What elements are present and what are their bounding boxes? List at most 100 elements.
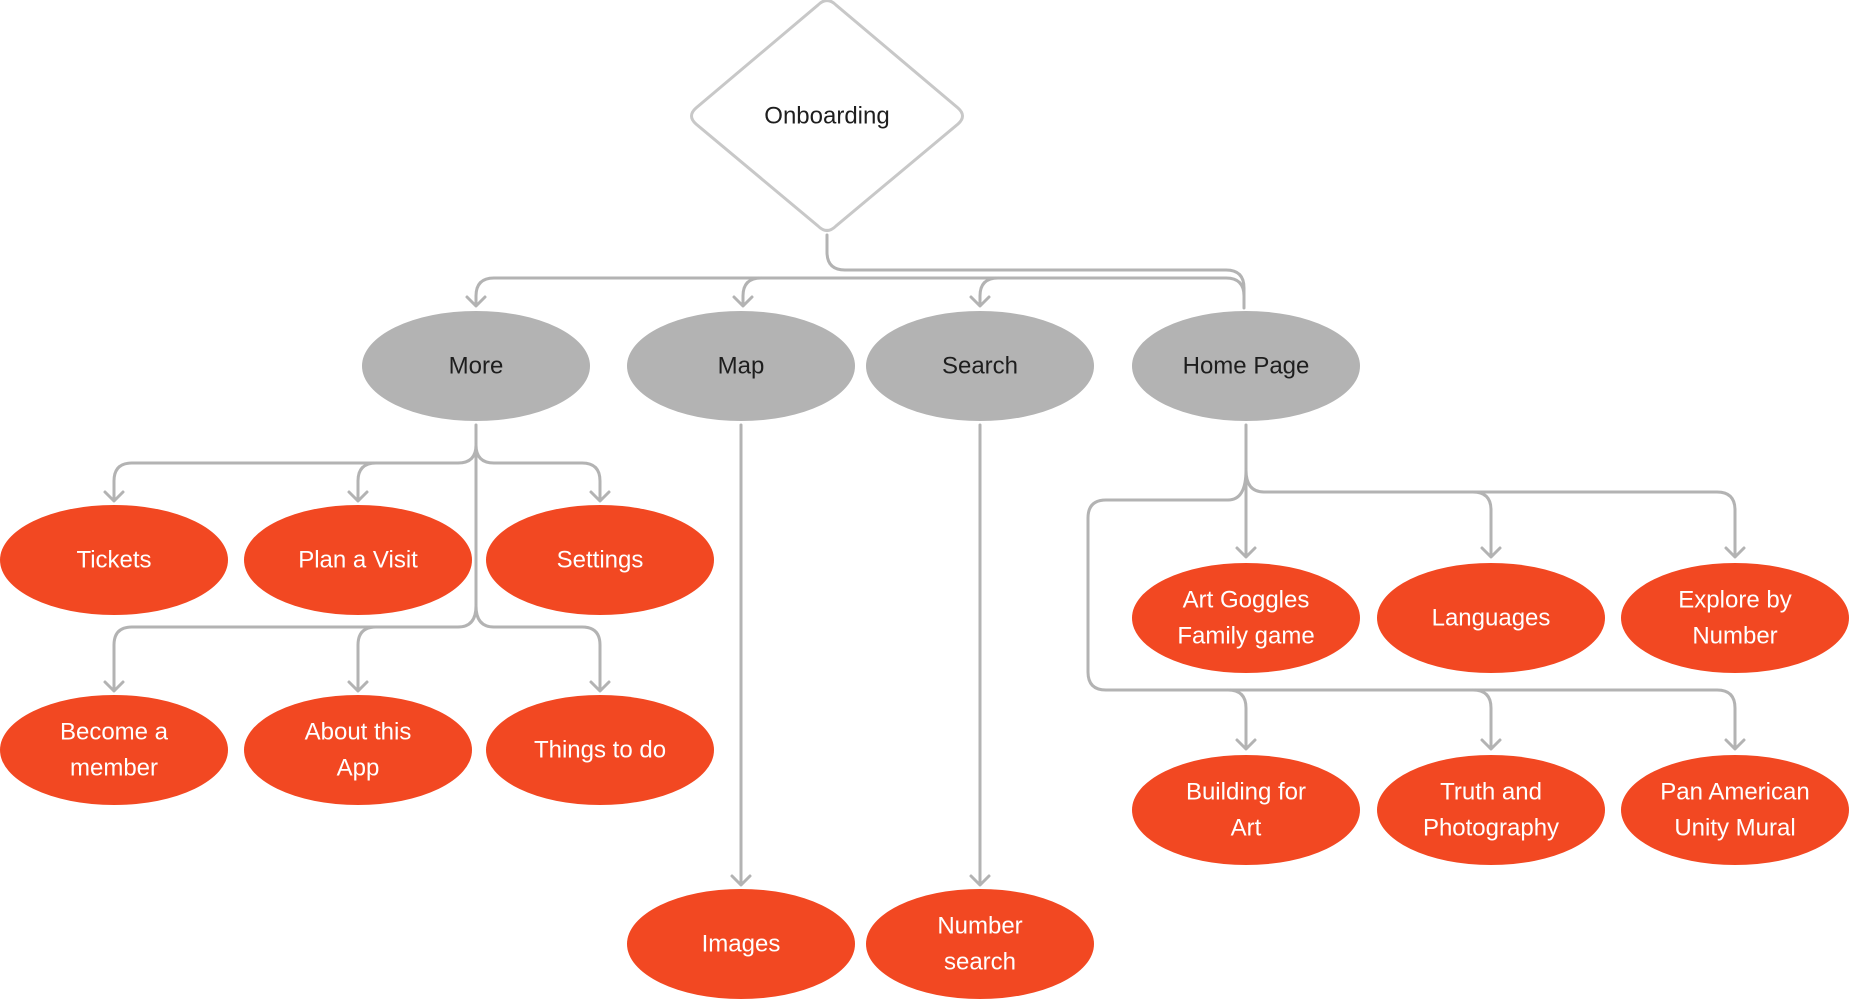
- tickets-label-line-1: Tickets: [76, 547, 151, 574]
- truth-photo-label-line-2: Photography: [1423, 815, 1559, 842]
- connector-more-tickets: [112, 443, 478, 502]
- page-languages-shape: [1377, 563, 1605, 673]
- connector-more-become-member: [112, 604, 478, 692]
- page-settings-shape: [486, 505, 714, 615]
- images-label-line-1: Images: [702, 931, 781, 958]
- connector-onboarding-home: [825, 233, 1246, 310]
- page-things-to-do: Things to do: [486, 695, 714, 805]
- arrowhead-number-search: [969, 874, 991, 887]
- map-label-line-1: Map: [718, 353, 765, 380]
- category-map-shape: [627, 311, 855, 421]
- arrowhead-art-goggles: [1235, 546, 1257, 559]
- page-tickets-shape: [0, 505, 228, 615]
- page-images-label: Images: [702, 931, 781, 958]
- connector-more-things-to-do: [474, 604, 602, 692]
- more-label-line-1: More: [449, 353, 504, 380]
- page-number-search-shape: [866, 889, 1094, 999]
- arrowhead-settings: [589, 490, 611, 503]
- connector-more-settings: [474, 443, 602, 502]
- arrowhead-images: [730, 874, 752, 887]
- page-images: Images: [627, 889, 855, 999]
- category-search-shape: [866, 311, 1094, 421]
- explore-number-label-line-2: Number: [1692, 623, 1777, 650]
- page-about-this-app-shape: [244, 695, 472, 805]
- page-tickets-label: Tickets: [76, 547, 151, 574]
- decision-onboarding: Onboarding: [690, 0, 964, 232]
- page-explore-by-number: Explore by Number: [1621, 563, 1849, 673]
- page-explore-by-number-shape: [1621, 563, 1849, 673]
- pan-american-label-line-1: Pan American: [1660, 779, 1809, 806]
- decision-diamond: [690, 0, 964, 232]
- page-pan-american-unity-mural-shape: [1621, 755, 1849, 865]
- page-truth-and-photography-shape: [1377, 755, 1605, 865]
- pan-american-label-line-2: Unity Mural: [1674, 815, 1795, 842]
- page-plan-a-visit-shape: [244, 505, 472, 615]
- art-goggles-label-line-1: Art Goggles: [1183, 587, 1310, 614]
- connector-home-second-row: [1086, 468, 1737, 750]
- page-art-goggles-family-game-shape: [1132, 563, 1360, 673]
- arrowhead-become-member: [103, 680, 125, 693]
- connector-home-truth-photo: [1471, 688, 1493, 750]
- home-label-line-1: Home Page: [1183, 353, 1310, 380]
- category-map-label: Map: [718, 353, 765, 380]
- page-images-shape: [627, 889, 855, 999]
- number-search-label-line-1: Number: [937, 913, 1022, 940]
- page-plan-a-visit-label: Plan a Visit: [298, 547, 418, 574]
- connector-home-building-art: [1226, 688, 1248, 750]
- arrowhead-plan-visit: [347, 490, 369, 503]
- category-home-page-shape: [1132, 311, 1360, 421]
- page-things-to-do-label: Things to do: [534, 737, 666, 764]
- explore-number-label-line-1: Explore by: [1678, 587, 1791, 614]
- art-goggles-label-line-2: Family game: [1177, 623, 1314, 650]
- onboarding-label: Onboarding: [764, 103, 889, 130]
- page-things-to-do-shape: [486, 695, 714, 805]
- page-number-search-label: Number search: [937, 913, 1022, 976]
- page-settings-label: Settings: [557, 547, 644, 574]
- arrowhead-tickets: [103, 490, 125, 503]
- connector-onboarding-map: [741, 276, 763, 307]
- category-search: Search: [866, 311, 1094, 421]
- category-more-label: More: [449, 353, 504, 380]
- category-more: More: [362, 311, 590, 421]
- category-home-page: Home Page: [1132, 311, 1360, 421]
- connector-home-languages: [1471, 490, 1493, 558]
- truth-photo-label-line-1: Truth and: [1440, 779, 1542, 806]
- arrowhead-map: [732, 295, 754, 308]
- connectors: [103, 233, 1746, 887]
- settings-label-line-1: Settings: [557, 547, 644, 574]
- page-explore-by-number-label: Explore by Number: [1678, 587, 1791, 650]
- connector-home-languages-explore: [1244, 468, 1737, 558]
- connector-more-about-app: [356, 625, 378, 692]
- category-home-page-label: Home Page: [1183, 353, 1310, 380]
- page-tickets: Tickets: [0, 505, 228, 615]
- page-number-search: Number search: [866, 889, 1094, 999]
- onboarding-label-line-1: Onboarding: [764, 103, 889, 130]
- arrowhead-truth-photo: [1480, 738, 1502, 751]
- page-plan-a-visit: Plan a Visit: [244, 505, 472, 615]
- page-languages-label: Languages: [1432, 605, 1551, 632]
- arrowhead-search: [969, 295, 991, 308]
- page-settings: Settings: [486, 505, 714, 615]
- page-building-for-art-shape: [1132, 755, 1360, 865]
- about-app-label-line-2: App: [337, 755, 380, 782]
- page-languages: Languages: [1377, 563, 1605, 673]
- become-member-label-line-1: Become a: [60, 719, 169, 746]
- number-search-label-line-2: search: [944, 949, 1016, 976]
- category-more-shape: [362, 311, 590, 421]
- page-become-a-member-shape: [0, 695, 228, 805]
- building-art-label-line-2: Art: [1231, 815, 1262, 842]
- languages-label-line-1: Languages: [1432, 605, 1551, 632]
- connector-onboarding-search: [978, 276, 1000, 307]
